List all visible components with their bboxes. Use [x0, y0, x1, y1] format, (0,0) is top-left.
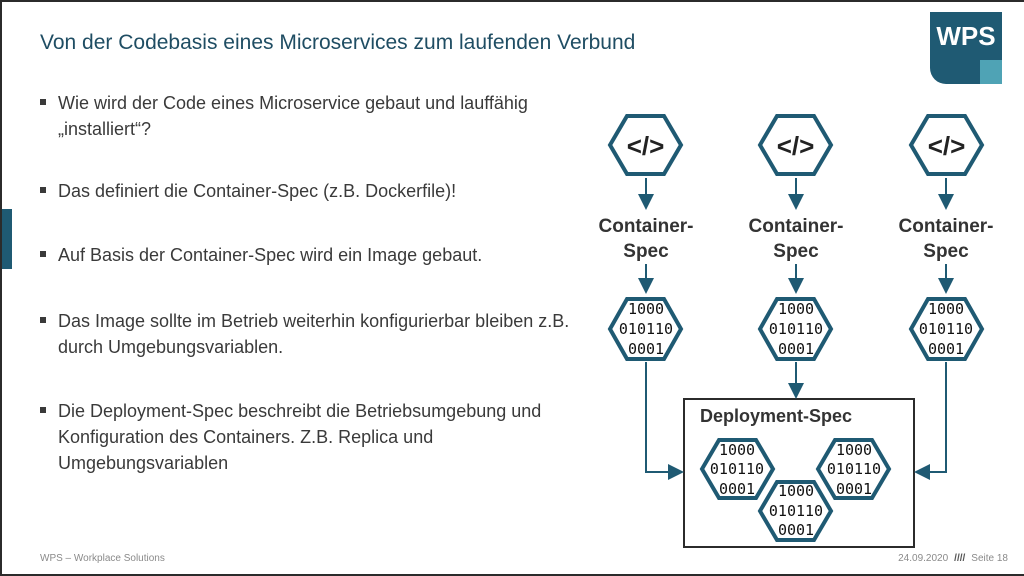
svg-text:1000: 1000 [719, 441, 755, 459]
bullet-item: Auf Basis der Container-Spec wird ein Im… [40, 242, 608, 268]
deployed-image-hexagon-1: 1000 010110 0001 [699, 438, 776, 500]
deployed-image-hexagon-3: 1000 010110 0001 [757, 480, 834, 542]
svg-text:010110: 010110 [769, 502, 823, 520]
footer-separator: //// [954, 553, 966, 564]
wps-logo: WPS [930, 12, 1002, 84]
svg-text:010110: 010110 [619, 320, 673, 338]
svg-text:1000: 1000 [778, 482, 814, 500]
code-hexagon-1: </> [607, 114, 684, 176]
svg-text:0001: 0001 [778, 340, 814, 358]
frame-left-border [0, 0, 2, 576]
footer-company: WPS – Workplace Solutions [40, 553, 165, 564]
bullet-item: Das Image sollte im Betrieb weiterhin ko… [40, 308, 578, 360]
bullet-text: Das Image sollte im Betrieb weiterhin ko… [58, 311, 570, 357]
svg-text:010110: 010110 [769, 320, 823, 338]
code-icon: </> [777, 131, 815, 161]
footer-meta: 24.09.2020 //// Seite 18 [898, 553, 1008, 564]
container-spec-label-1: Container- [599, 216, 694, 237]
image-hexagon-2: 1000 010110 0001 [757, 297, 834, 361]
svg-text:010110: 010110 [827, 460, 881, 478]
svg-text:1000: 1000 [836, 441, 872, 459]
bullet-text: Wie wird der Code eines Microservice geb… [58, 93, 528, 139]
svg-text:0001: 0001 [778, 521, 814, 539]
container-spec-label-1b: Spec [623, 241, 669, 262]
frame-top-border [0, 0, 1024, 2]
image-hexagon-1: 1000 010110 0001 [607, 297, 684, 361]
logo-text: WPS [936, 21, 995, 51]
arrow-image1-to-deployment [645, 362, 684, 480]
container-spec-label-2b: Spec [773, 241, 819, 262]
svg-text:1000: 1000 [928, 300, 964, 318]
code-icon: </> [627, 131, 665, 161]
deployment-spec-label: Deployment-Spec [700, 406, 852, 426]
bullet-text: Auf Basis der Container-Spec wird ein Im… [58, 245, 483, 265]
bullet-mark [40, 407, 46, 413]
bullet-mark [40, 317, 46, 323]
arrow-image3-to-deployment [914, 362, 947, 480]
bullet-text: Das definiert die Container-Spec (z.B. D… [58, 181, 457, 201]
code-hexagon-2: </> [757, 114, 834, 176]
svg-text:1000: 1000 [778, 300, 814, 318]
deployed-image-hexagon-2: 1000 010110 0001 [815, 438, 892, 500]
container-spec-label-3b: Spec [923, 241, 969, 262]
svg-text:0001: 0001 [836, 480, 872, 498]
container-spec-label-2: Container- [749, 216, 844, 237]
svg-text:0001: 0001 [719, 480, 755, 498]
svg-text:010110: 010110 [919, 320, 973, 338]
svg-text:0001: 0001 [628, 340, 664, 358]
svg-text:1000: 1000 [628, 300, 664, 318]
bullet-item: Die Deployment-Spec beschreibt die Betri… [40, 398, 608, 476]
bullet-item: Wie wird der Code eines Microservice geb… [40, 90, 608, 142]
bullet-text: Die Deployment-Spec beschreibt die Betri… [58, 401, 542, 473]
bullet-mark [40, 251, 46, 257]
svg-text:0001: 0001 [928, 340, 964, 358]
slide-title: Von der Codebasis eines Microservices zu… [40, 31, 636, 54]
bullet-item: Das definiert die Container-Spec (z.B. D… [40, 178, 608, 204]
footer-date: 24.09.2020 [898, 553, 949, 564]
bullet-mark [40, 187, 46, 193]
frame-bottom-border [0, 574, 1024, 576]
side-accent-bar [2, 209, 12, 269]
container-spec-label-3: Container- [899, 216, 994, 237]
bullet-mark [40, 99, 46, 105]
code-hexagon-3: </> [908, 114, 985, 176]
code-icon: </> [928, 131, 966, 161]
image-hexagon-3: 1000 010110 0001 [908, 297, 985, 361]
footer-page-number: Seite 18 [971, 553, 1008, 564]
svg-text:010110: 010110 [710, 460, 764, 478]
